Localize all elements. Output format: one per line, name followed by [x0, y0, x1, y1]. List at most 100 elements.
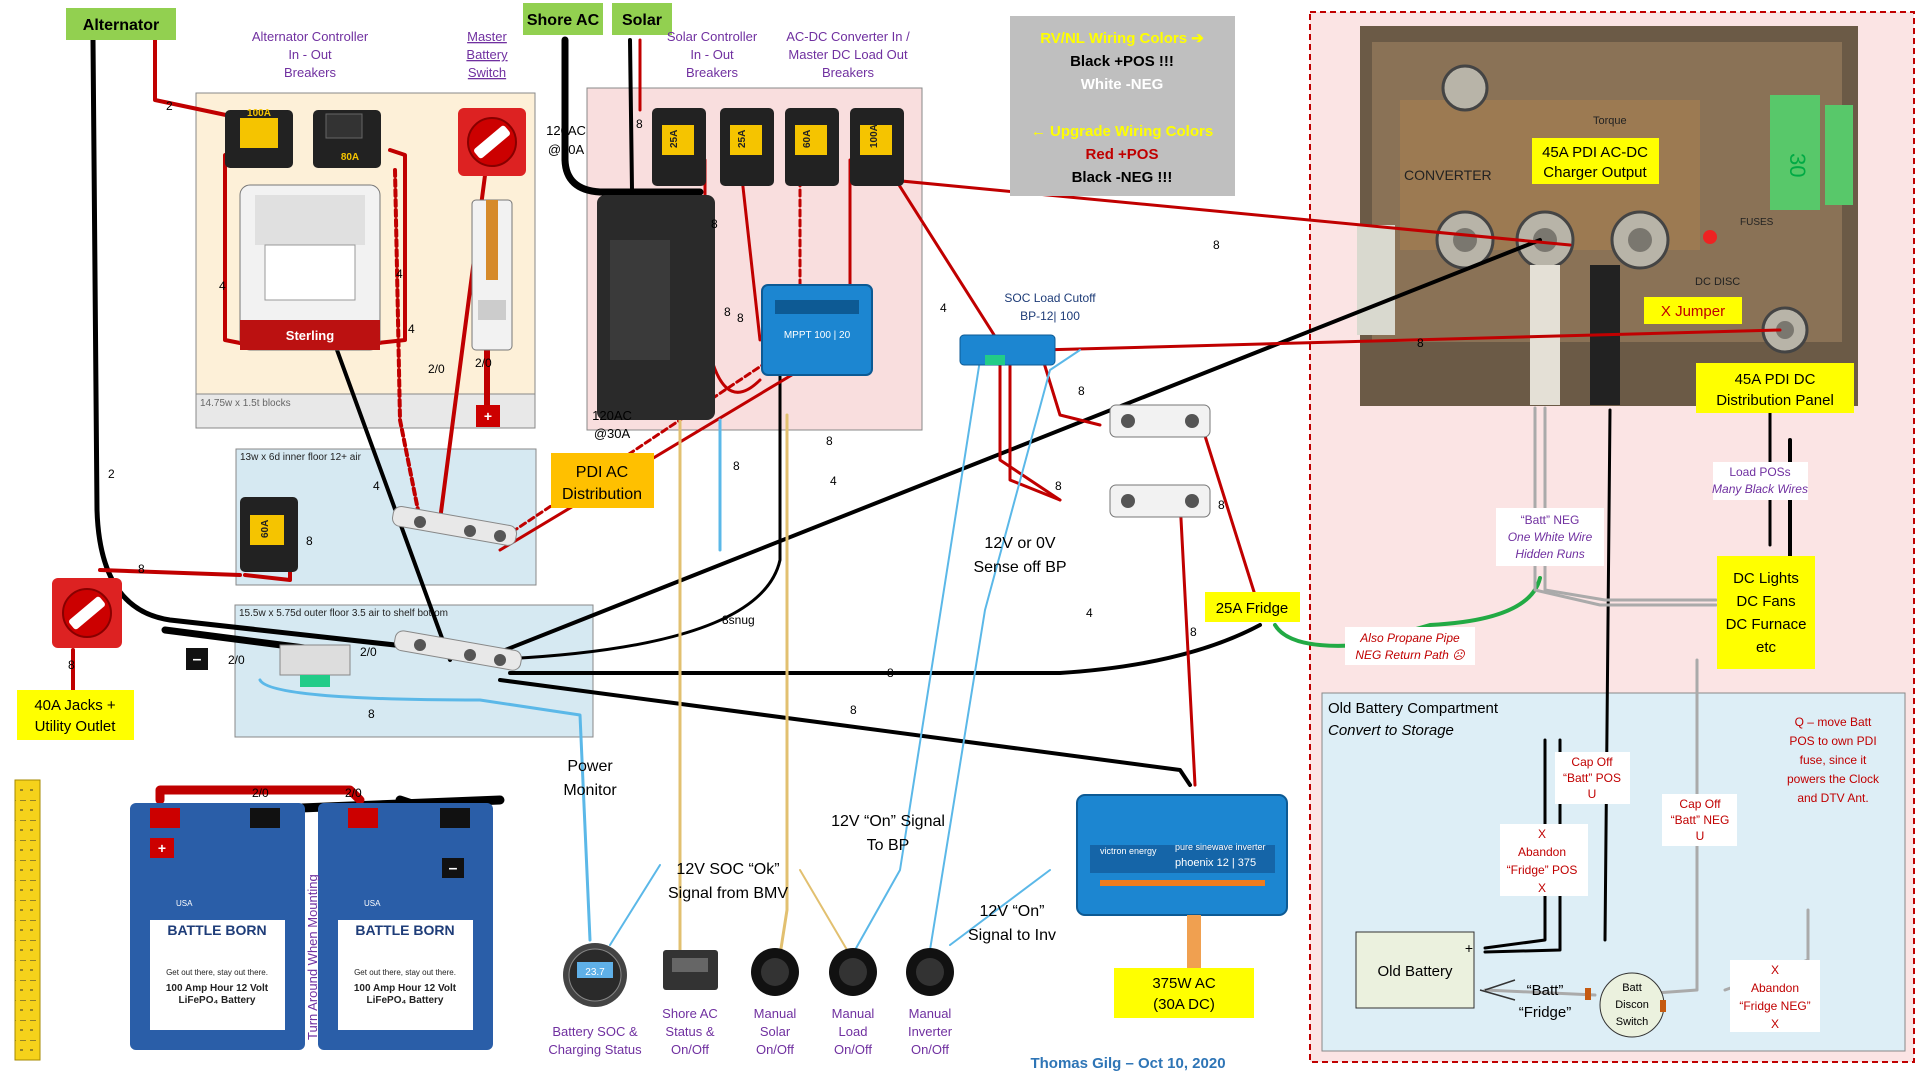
power-monitor-signal [258, 678, 592, 942]
mppt-controller: MPPT 100 | 20 [761, 284, 873, 376]
soc-cutoff-label-2: BP-12| 100 [1020, 309, 1080, 323]
alternator-label-box [66, 8, 176, 40]
sterling-brand: Sterling [286, 328, 334, 343]
master-battery-switch [458, 108, 526, 176]
alt-ctrl-label-1: Alternator Controller [252, 29, 369, 44]
abandon-neg-1: Abandon [1751, 981, 1799, 995]
discon-contact-2 [1660, 1000, 1666, 1012]
battery-2-usa: USA [364, 899, 381, 908]
jacks-pos-wire [98, 568, 242, 577]
master-label-2: Battery [466, 47, 508, 62]
q-note-2: POS to own PDI [1789, 734, 1876, 748]
sense-label-2: Sense off BP [973, 559, 1066, 576]
wiring-colors-legend [1010, 16, 1235, 196]
shore-ac-label-box [523, 3, 603, 35]
breaker-100a-top: 100A [850, 108, 904, 186]
inverter-output-box [1114, 968, 1254, 1018]
propane-note-2: NEG Return Path ☹ [1355, 648, 1466, 662]
wire-gauge: 4 [373, 479, 380, 493]
dc-etc-label: etc [1756, 639, 1777, 656]
dc-loads-label-box [1717, 556, 1815, 669]
inverter-signal-1 [929, 349, 1081, 951]
wire-gauge: 8 [711, 217, 718, 231]
photo-fuses-text: FUSES [1740, 217, 1774, 228]
cap-off-pos-3: U [1588, 787, 1597, 801]
discon-label-3: Switch [1616, 1016, 1648, 1028]
battery-2-slogan: Get out there, stay out there. [354, 968, 456, 977]
wire-gauge: 8 [737, 311, 744, 325]
q-note-1: Q – move Batt [1795, 715, 1872, 729]
soc-cutoff-label-1: SOC Load Cutoff [1004, 291, 1096, 305]
bmv-signal [609, 864, 661, 946]
q-note-5: and DTV Ant. [1797, 791, 1868, 805]
ac-in-top-1: 120AC [546, 123, 586, 138]
battery-1-pos: + [158, 840, 166, 856]
x-jumper-box [1644, 297, 1742, 324]
sw-inv-label-2: Inverter [908, 1024, 953, 1039]
solar-switch[interactable] [751, 948, 799, 996]
abandon-neg-x2: X [1771, 1017, 1779, 1031]
wire-gauge: 8 [1417, 336, 1424, 350]
breaker-60a-top-label: 60A [802, 130, 813, 148]
load-poss-1: Load POSs [1729, 465, 1790, 479]
sw-load-label-2: Load [839, 1024, 868, 1039]
battery-2-neg: – [449, 860, 458, 877]
wire-gauge: 4 [408, 322, 415, 336]
dc-fans-label: DC Fans [1736, 593, 1795, 610]
abandon-pos-box [1500, 824, 1588, 896]
alternator-label: Alternator [83, 17, 159, 34]
wire-gauge: 8 [733, 459, 740, 473]
legend-rv-white: White -NEG [1081, 76, 1164, 93]
load-switch[interactable] [829, 948, 877, 996]
alt-ctrl-label-2: In - Out [288, 47, 332, 62]
battery-1-model-1: 100 Amp Hour 12 Volt [166, 983, 269, 994]
inverter-pos-wire [1178, 498, 1197, 787]
jacks-label-1: 40A Jacks + [34, 697, 116, 714]
old-batt-to-discon [1483, 988, 1597, 997]
legend-up-title: ← Upgrade Wiring Colors [1031, 123, 1213, 140]
fridge-label-box [1205, 592, 1300, 622]
battery-2-model-1: 100 Amp Hour 12 Volt [354, 983, 457, 994]
wire-gauge: 8 [724, 305, 731, 319]
block-size-label-1: 14.75w x 1.5t blocks [200, 398, 291, 409]
ac-in-bot-2: @30A [594, 426, 631, 441]
battery-2: – USA BATTLE BORN Get out there, stay ou… [318, 803, 493, 1050]
inverter-switch[interactable] [906, 948, 954, 996]
shunt-neg-terminal: – [193, 651, 202, 668]
shore-ac-label: Shore AC [527, 12, 600, 29]
wire-gauge: 2/0 [475, 356, 492, 370]
bmv-display: 23.7 [585, 967, 605, 978]
old-battery-box: Old Battery + [1355, 931, 1475, 1009]
batt-discon-switch: Batt Discon Switch [1599, 972, 1665, 1038]
legend-rv-title: RV/NL Wiring Colors ➔ [1040, 30, 1204, 47]
alternator-pos-wire [153, 38, 242, 120]
sterling-charger: Sterling [239, 184, 381, 351]
fridge-neg-wire [508, 623, 1262, 675]
old-battery-label: Old Battery [1377, 963, 1453, 980]
power-monitor-label-1: Power [567, 758, 613, 775]
battery-1-model-2: LiFePO₄ Battery [178, 995, 255, 1006]
pdi-dist-label-1: 45A PDI DC [1735, 371, 1816, 388]
old-batt-title: Old Battery Compartment [1328, 700, 1499, 717]
wire-gauge: 2/0 [428, 362, 445, 376]
wire-gauge: 8 [636, 117, 643, 131]
propane-note-box [1345, 627, 1475, 665]
sterling-to-80a [358, 148, 407, 347]
pdi-ac-box [597, 195, 715, 420]
abandon-pos-2: “Fridge” POS [1507, 863, 1578, 877]
sw-load-label-1: Manual [832, 1006, 875, 1021]
fridge-pos-wire [1198, 418, 1257, 597]
cap-off-neg-2: “Batt” NEG [1671, 813, 1730, 827]
inverter-output-2: (30A DC) [1153, 996, 1215, 1013]
on-inv-label-1: 12V “On” [980, 903, 1045, 920]
batt-neg-3: Hidden Runs [1515, 547, 1584, 561]
sw-shore-label-1: Shore AC [662, 1006, 718, 1021]
pdi-dist-wire [1038, 328, 1782, 352]
battery-bus-pos [155, 785, 365, 805]
breaker-60a-shelf-label: 60A [260, 520, 271, 538]
solar-switch-wire [778, 413, 789, 957]
old-batt-pos-2 [1483, 738, 1547, 950]
breaker-25a-1: 25A [652, 108, 706, 186]
batt-neg-box [1496, 508, 1604, 566]
